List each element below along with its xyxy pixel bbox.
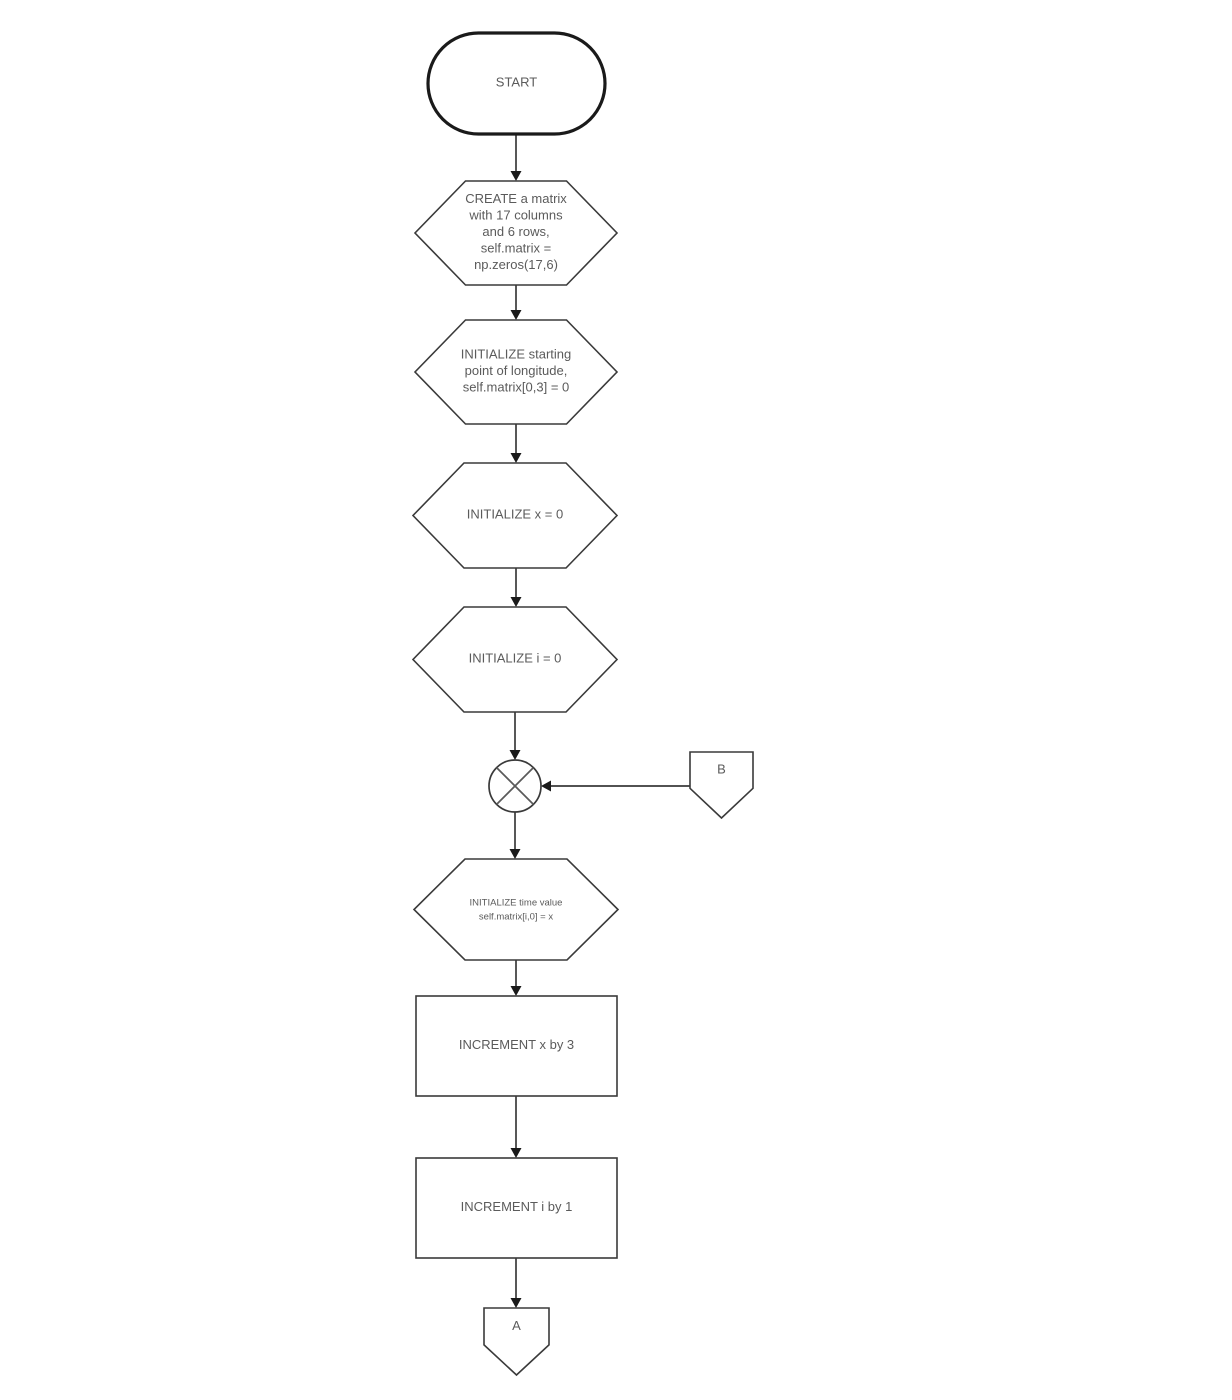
flow-node-connector-a[interactable]: A	[483, 1307, 550, 1377]
arrow-head-icon	[510, 1148, 522, 1158]
node-label: START	[496, 75, 537, 90]
flow-node-connector-b[interactable]: B	[689, 751, 754, 820]
connector-layer	[509, 134, 690, 1308]
arrow-head-icon	[509, 849, 521, 859]
node-label-line: INITIALIZE time value	[470, 897, 563, 908]
arrow-head-icon	[510, 453, 522, 463]
node-label-line: B	[717, 762, 726, 777]
hexagon-shape	[412, 858, 620, 961]
node-label-line: self.matrix[0,3] = 0	[463, 380, 570, 395]
flow-arrow	[541, 780, 690, 792]
node-label-line: A	[512, 1318, 521, 1333]
node-label-line: np.zeros(17,6)	[474, 257, 558, 272]
arrow-head-icon	[510, 986, 522, 996]
flow-arrow	[510, 960, 522, 996]
flow-arrow	[509, 812, 521, 859]
flow-node-init-time[interactable]: INITIALIZE time value self.matrix[i,0] = …	[412, 858, 620, 961]
arrow-head-icon	[510, 597, 522, 607]
flow-node-junction[interactable]	[488, 759, 542, 813]
arrow-head-icon	[510, 171, 522, 181]
off-page-connector-shape	[689, 751, 754, 820]
node-label-line: INITIALIZE starting	[461, 347, 572, 362]
hexagon-shape	[413, 319, 619, 425]
node-label: INITIALIZE time value self.matrix[i,0] = …	[470, 897, 563, 922]
node-label-line: CREATE a matrix	[465, 191, 567, 206]
flow-node-increment-i[interactable]: INCREMENT i by 1	[415, 1157, 618, 1259]
arrow-head-icon	[510, 1298, 522, 1308]
node-label: INCREMENT i by 1	[461, 1199, 573, 1214]
hexagon-shape	[411, 606, 619, 713]
node-label: A	[512, 1318, 521, 1333]
flow-arrow	[510, 285, 522, 320]
node-label-line: and 6 rows,	[482, 224, 549, 239]
node-label-line: INCREMENT x by 3	[459, 1037, 574, 1052]
flow-arrow	[510, 568, 522, 607]
flow-arrow	[509, 712, 521, 760]
flow-node-increment-x[interactable]: INCREMENT x by 3	[415, 995, 618, 1097]
node-label: INITIALIZE x = 0	[467, 507, 563, 522]
flow-node-init-x[interactable]: INITIALIZE x = 0	[411, 462, 619, 569]
node-label: INCREMENT x by 3	[459, 1037, 574, 1052]
node-label-line: INITIALIZE i = 0	[469, 651, 562, 666]
terminator-shape	[426, 31, 607, 136]
node-label-line: self.matrix =	[481, 241, 551, 256]
hexagon-shape	[413, 180, 619, 286]
flow-arrow	[510, 1096, 522, 1158]
flow-arrow	[510, 424, 522, 463]
node-label: INITIALIZE i = 0	[469, 651, 562, 666]
hexagon-shape	[411, 462, 619, 569]
junction-cross-icon	[496, 767, 534, 805]
arrow-head-icon	[510, 310, 522, 320]
arrow-head-icon	[541, 780, 551, 792]
node-label-line: INCREMENT i by 1	[461, 1199, 573, 1214]
flow-arrow	[510, 134, 522, 181]
node-label-line: INITIALIZE x = 0	[467, 507, 563, 522]
process-rectangle-shape	[415, 995, 618, 1097]
node-label-line: with 17 columns	[468, 208, 563, 223]
off-page-connector-shape	[483, 1307, 550, 1377]
flow-node-init-i[interactable]: INITIALIZE i = 0	[411, 606, 619, 713]
node-label-line: point of longitude,	[465, 363, 568, 378]
node-label-line: self.matrix[i,0] = x	[479, 911, 553, 922]
node-label-line: START	[496, 75, 537, 90]
flow-node-start[interactable]: START	[426, 31, 607, 136]
flow-arrow	[510, 1258, 522, 1308]
process-rectangle-shape	[415, 1157, 618, 1259]
arrow-head-icon	[509, 750, 521, 760]
node-label: B	[717, 762, 726, 777]
